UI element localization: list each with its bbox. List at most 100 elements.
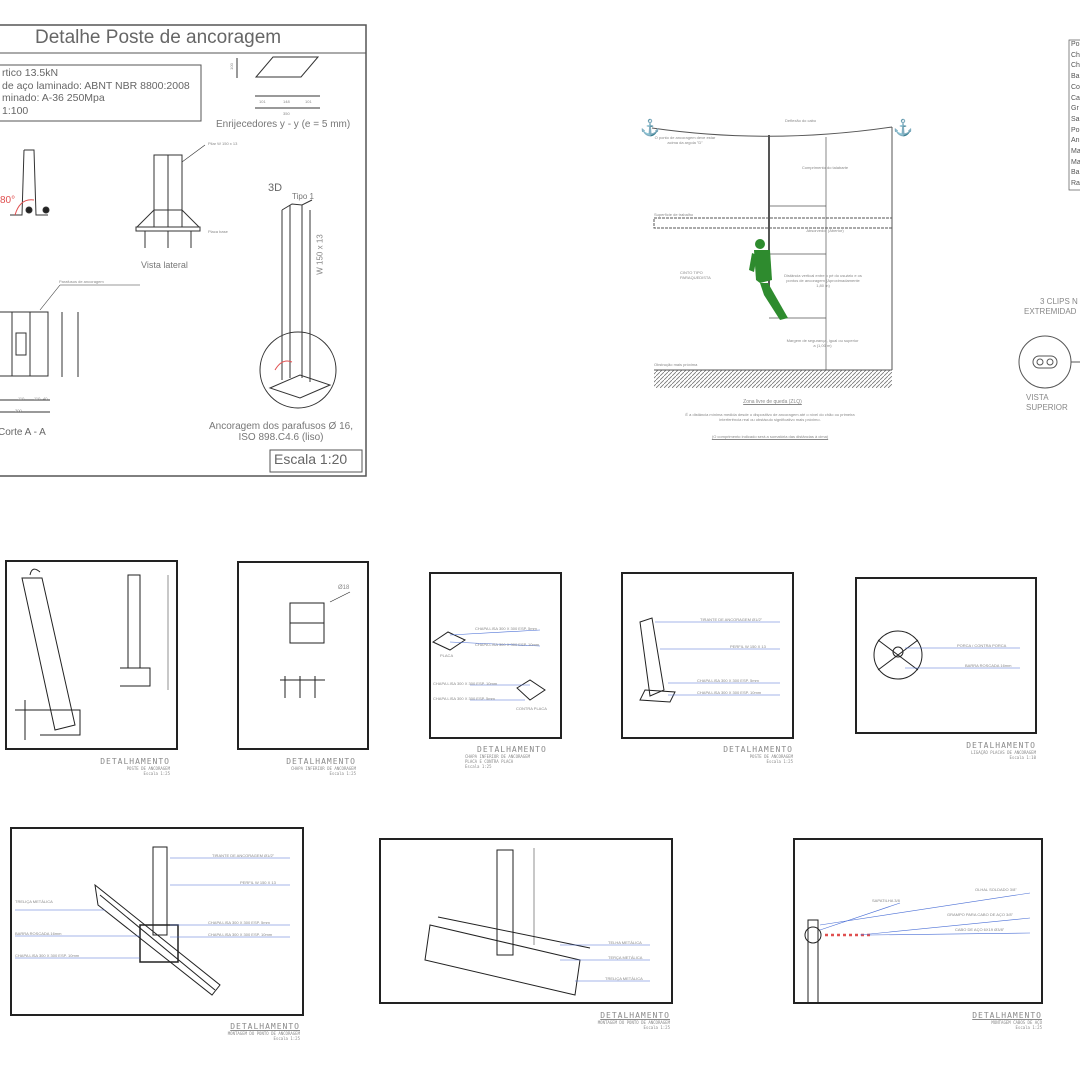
detail-frame-4 <box>621 572 794 739</box>
caption-subtitle: LIGAÇÃO PLACAS DE ANCORAGEM <box>970 750 1036 755</box>
callout-d3: CHAPA LISA 300 X 300 ESP. 10mm <box>475 642 540 647</box>
callout-d6: CHAPA LISA 300 X 300 ESP. 10mm <box>208 932 273 937</box>
table-row: Sa <box>1071 115 1080 123</box>
angle-label: 80° <box>0 195 16 206</box>
detail-caption-4: DETALHAMENTO POSTE DE ANCORAGEM Escala 1… <box>680 745 793 764</box>
zone-title: Zona livre de queda (ZLQ) <box>743 399 802 405</box>
caption-scale: Escala 1:25 <box>643 1025 671 1030</box>
detail-frame-1 <box>5 560 178 750</box>
caption-scale: Escala 1:25 <box>329 771 357 776</box>
dim-100: 100 <box>228 63 234 70</box>
top-view-label: VISTA <box>1026 393 1049 402</box>
clips-label-2: EXTREMIDAD <box>1024 307 1077 316</box>
detail-caption-1: DETALHAMENTO POSTE DE ANCORAGEM Escala 1… <box>60 757 170 776</box>
anchor-icon-right: ⚓ <box>893 118 913 137</box>
zone-note: (O comprimento indicado será a somatória… <box>711 434 829 439</box>
callout-leaders <box>15 621 1031 982</box>
anchor-icon-left: ⚓ <box>640 118 660 137</box>
caption-subtitle: POSTE DE ANCORAGEM <box>749 754 793 759</box>
base-label: Placa base <box>208 229 228 234</box>
lateral-view-label: Vista lateral <box>141 260 188 270</box>
caption-title: DETALHAMENTO <box>723 745 793 754</box>
callout-d3: CHAPA LISA 300 X 300 ESP. 5mm <box>475 626 537 631</box>
harness-label: CINTO TIPO PARAQUEDISTA <box>680 270 711 280</box>
zone-text: É a distância mínima medida desde o disp… <box>685 412 855 422</box>
caption-scale: Escala 1:10 <box>1009 755 1037 760</box>
table-row: Ch <box>1071 51 1080 59</box>
caption-subtitle: POSTE DE ANCORAGEM <box>126 766 170 771</box>
table-row: Ma <box>1071 158 1080 166</box>
caption-scale: Escala 1:25 <box>465 764 492 769</box>
callout-d7: TELHA METÁLICA <box>608 940 642 945</box>
callout-d6: PERFIL W 150 X 13 <box>240 880 276 885</box>
sheet3-drawings <box>1018 39 1080 389</box>
bolts-label: Parafusos de ancoragem <box>59 279 104 284</box>
callout-d8: GRAMPO PARA CABO DE AÇO 3/8" <box>947 912 1014 917</box>
callout-d5: BARRA ROSCADA 16mm <box>965 663 1012 668</box>
pole-elevation <box>10 149 48 216</box>
label-3d: 3D <box>268 182 283 194</box>
dim-101b: 101 <box>305 99 312 104</box>
callout-d6: CHAPA LISA 300 X 300 ESP. 5mm <box>208 920 270 925</box>
pillar-label: Pilar W 150 x 13 <box>208 141 238 146</box>
dim-101: 101 <box>259 99 266 104</box>
caption-title: DETALHAMENTO <box>230 1022 300 1031</box>
detail-frame-2 <box>237 561 369 750</box>
work-surface <box>653 217 893 229</box>
caption-subtitle: CHAPA INFERIOR DE ANCORAGEM <box>290 766 356 771</box>
callout-d3: PLACA <box>440 653 454 658</box>
section-dim: 110 <box>18 396 25 401</box>
callout-d5: PORCA / CONTRA PORCA <box>957 643 1007 648</box>
detail-frame-3 <box>429 572 562 739</box>
stiffener-label: Enrijecedores y - y (e = 5 mm) <box>216 119 351 130</box>
detail-frame-8 <box>793 838 1043 1004</box>
caption-title: DETALHAMENTO <box>966 741 1036 750</box>
caption-title: DETALHAMENTO <box>286 757 356 766</box>
info-line: rtico 13.5kN <box>2 67 59 79</box>
pole-3d <box>281 199 313 382</box>
callout-d6: TRELIÇA METÁLICA <box>15 899 53 904</box>
scale-label: Escala 1:20 <box>274 451 348 467</box>
sheet1-drawings <box>0 24 367 477</box>
detail-caption-2: DETALHAMENTO CHAPA INFERIOR DE ANCORAGEM… <box>250 757 356 776</box>
lifeline-cable <box>651 126 893 137</box>
sheet2-drawings: ⚓ ⚓ <box>640 118 913 388</box>
callout-d6: CHAPA LISA 300 X 300 ESP. 10mm <box>15 953 80 958</box>
table-row: Ba <box>1071 73 1080 81</box>
detail-circle <box>259 331 337 409</box>
callout-d4: TIRANTE DE ANCORAGEM Ø1/2" <box>700 617 763 622</box>
sheet1-title: Detalhe Poste de ancoragem <box>35 27 282 48</box>
info-box: rtico 13.5kN de aço laminado: ABNT NBR 8… <box>2 67 190 117</box>
anchor-note: Ancoragem dos parafusos Ø 16, ISO 898.C4… <box>209 421 353 443</box>
ground-hatch <box>654 370 892 388</box>
type-label: Tipo 1 <box>292 192 314 201</box>
section-plate <box>0 311 49 377</box>
top-view-circle <box>1018 335 1072 389</box>
callout-d4: CHAPA LISA 300 X 300 ESP. 5mm <box>697 678 759 683</box>
callout-d4: PERFIL W 150 X 13 <box>730 644 766 649</box>
callout-d6: TIRANTE DE ANCORAGEM Ø1/2" <box>212 853 275 858</box>
detail-sketches <box>15 568 923 1004</box>
detail-caption-5: DETALHAMENTO LIGAÇÃO PLACAS DE ANCORAGEM… <box>920 741 1036 760</box>
materials-table: Po Ch Ch Ba Co Ca Gr Sa Po An Ma Ma Ba R… <box>1071 40 1080 190</box>
detail-frame-5 <box>855 577 1037 734</box>
clips-label: 3 CLIPS N <box>1040 297 1078 306</box>
callout-d3: CONTRA PLACA <box>516 706 547 711</box>
top-view-label-2: SUPERIOR <box>1026 403 1068 412</box>
section-dim: 110 <box>34 396 41 401</box>
caption-subtitle: CHAPA INFERIOR DE ANCORAGEM PLACA E CONT… <box>465 754 531 764</box>
caption-subtitle: MONTAGEM CABOS DE AÇO <box>991 1020 1042 1025</box>
table-row: Po <box>1071 41 1080 48</box>
callout-d7: TRELIÇA METÁLICA <box>605 976 643 981</box>
callout-d8: CABO DE AÇO 6X19 Ø3/8" <box>955 927 1005 932</box>
callout-d8: OLHAL SOLDADO 3/8" <box>975 887 1017 892</box>
absorber-label: Absorvedor (Abertor) <box>806 228 844 233</box>
table-row: Ba <box>1071 169 1080 177</box>
caption-title: DETALHAMENTO <box>100 757 170 766</box>
caption-scale: Escala 1:25 <box>273 1036 301 1041</box>
vertical-distance-label: Distância vertical entre o pé do usuário… <box>784 273 862 288</box>
caption-scale: Escala 1:25 <box>143 771 171 776</box>
table-row: Ch <box>1071 62 1080 70</box>
table-row: Ma <box>1071 148 1080 156</box>
